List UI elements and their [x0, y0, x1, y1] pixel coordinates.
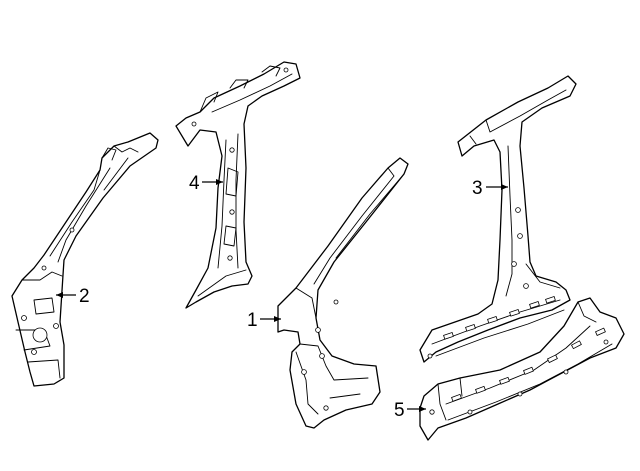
callout-1: 1 — [247, 310, 281, 331]
part-3-body-side-outer[interactable] — [419, 75, 577, 363]
part-5-rocker-reinforcement[interactable] — [419, 297, 625, 441]
callout-1-label: 1 — [247, 310, 258, 331]
part-2-hinge-pillar[interactable] — [11, 132, 159, 387]
callout-5-label: 5 — [394, 400, 405, 421]
part-4-center-pillar-reinforcement[interactable] — [175, 61, 301, 309]
callout-3-label: 3 — [472, 178, 483, 199]
part-1-front-pillar-outer[interactable] — [277, 157, 409, 429]
callout-3: 3 — [472, 178, 508, 199]
callout-4-label: 4 — [189, 173, 200, 194]
callout-4: 4 — [189, 173, 223, 194]
callout-2: 2 — [56, 286, 90, 307]
callout-5: 5 — [394, 400, 426, 421]
callout-2-label: 2 — [79, 286, 90, 307]
